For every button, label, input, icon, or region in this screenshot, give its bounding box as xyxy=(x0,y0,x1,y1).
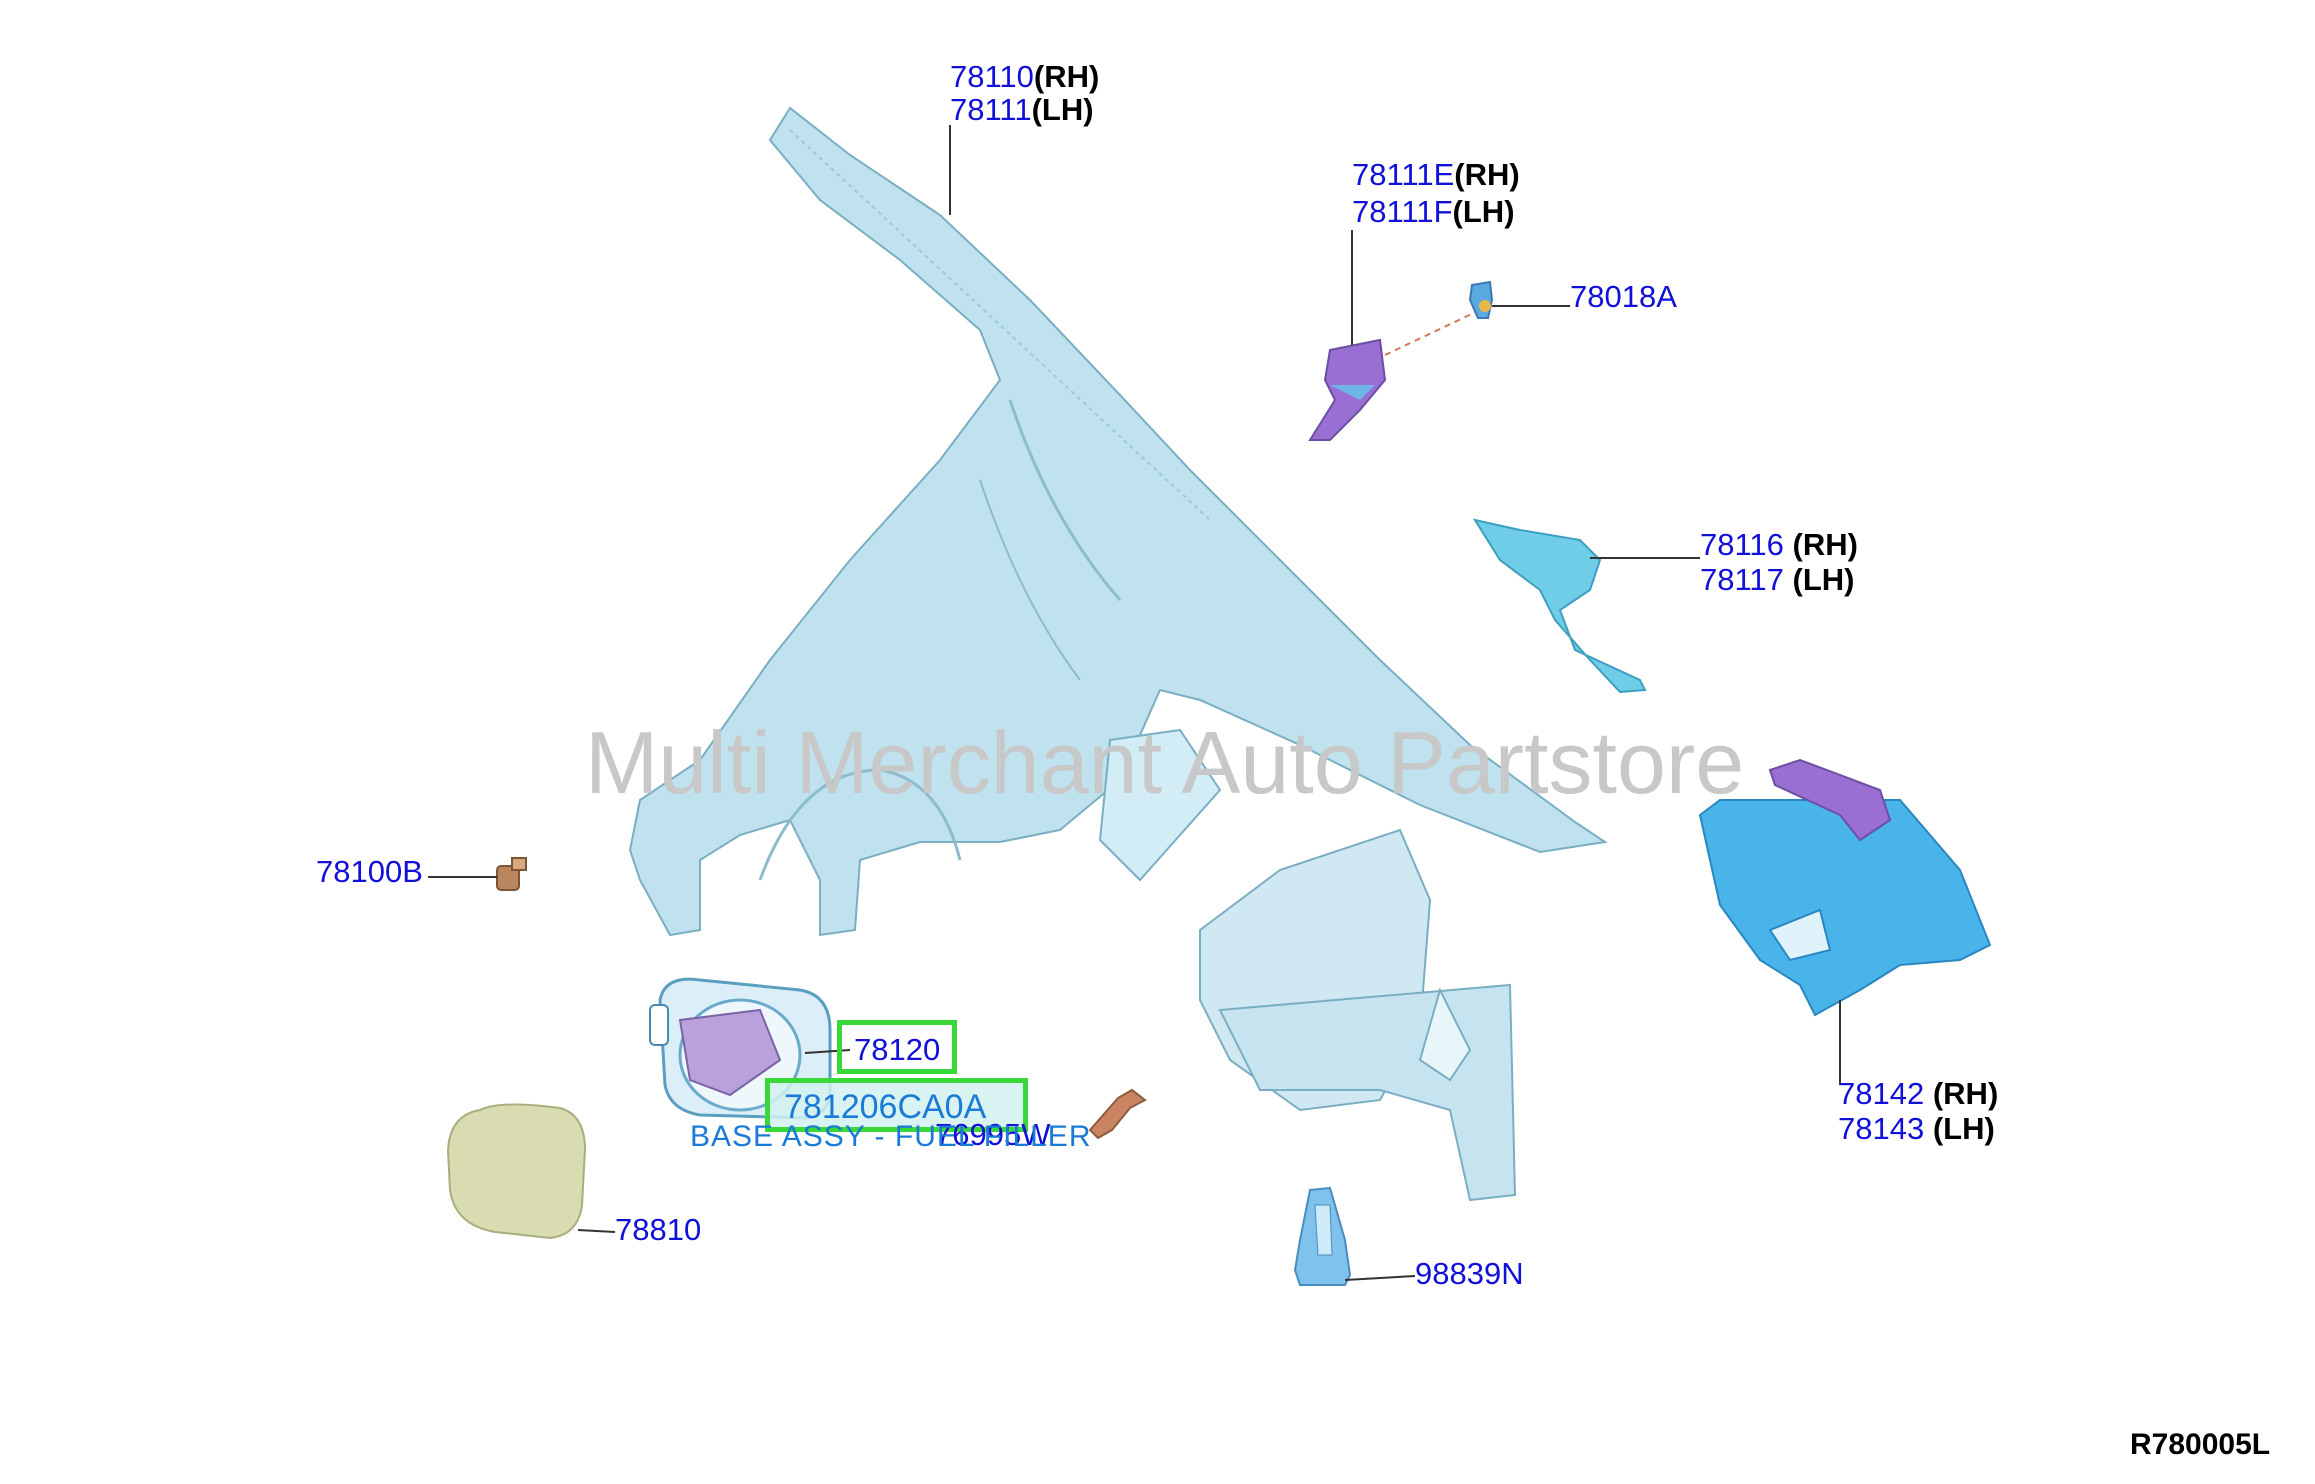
callout-78142[interactable]: 78142 (RH) xyxy=(1838,1077,1998,1111)
inner-wheelhouse[interactable] xyxy=(1698,758,1992,1017)
fuel-filler-lid[interactable] xyxy=(446,1103,587,1240)
side-label: (LH) xyxy=(1932,1111,1995,1146)
callout-98839N[interactable]: 98839N xyxy=(1415,1257,1524,1291)
part-number[interactable]: 78110 xyxy=(950,59,1034,94)
callout-78111[interactable]: 78111(LH) xyxy=(950,93,1094,127)
callout-78117[interactable]: 78117 (LH) xyxy=(1700,563,1855,597)
watermark: Multi Merchant Auto Partstore xyxy=(585,713,1745,812)
part-description: BASE ASSY - FUEL FILLER xyxy=(690,1120,1092,1153)
bolt-78100B[interactable] xyxy=(496,857,527,891)
diagram-code: R780005L xyxy=(2130,1428,2271,1461)
highlight-selected-part[interactable]: 781206CA0A xyxy=(765,1078,1028,1132)
part-number[interactable]: 98839N xyxy=(1415,1256,1524,1291)
callout-78110[interactable]: 78110(RH) xyxy=(950,60,1099,94)
part-number[interactable]: 76995W xyxy=(935,1117,1051,1152)
part-number[interactable]: 78111F xyxy=(1352,194,1453,229)
callout-76995W[interactable]: 76995W xyxy=(935,1118,1050,1152)
highlight-78120[interactable]: 78120 xyxy=(837,1020,957,1074)
side-label: (RH) xyxy=(1033,59,1100,94)
part-number[interactable]: 78100B xyxy=(316,854,423,889)
clip-78018A[interactable] xyxy=(1468,280,1494,319)
bracket-98839N[interactable] xyxy=(1293,1186,1352,1286)
side-label: (RH) xyxy=(1932,1076,1999,1111)
selected-part-number[interactable]: 781206CA0A xyxy=(784,1088,987,1126)
rear-quarter-panel[interactable] xyxy=(628,106,1608,1202)
part-number[interactable]: 78810 xyxy=(615,1212,702,1247)
callout-78810[interactable]: 78810 xyxy=(615,1213,701,1247)
part-number[interactable]: 78143 xyxy=(1838,1111,1925,1146)
part-number[interactable]: 78116 xyxy=(1700,527,1784,562)
side-label: (RH) xyxy=(1792,527,1858,562)
callout-78018A[interactable]: 78018A xyxy=(1570,280,1677,314)
part-number[interactable]: 78111 xyxy=(950,92,1032,127)
rear-panel-extension[interactable] xyxy=(1472,518,1647,694)
side-label: (LH) xyxy=(1792,562,1855,597)
part-number[interactable]: 78111E xyxy=(1352,157,1455,192)
side-label: (LH) xyxy=(1031,92,1094,127)
callout-78111F[interactable]: 78111F(LH) xyxy=(1352,195,1515,229)
part-number[interactable]: 78120 xyxy=(854,1032,941,1067)
part-number[interactable]: 78117 xyxy=(1700,562,1784,597)
purple-bracket[interactable] xyxy=(1308,338,1387,441)
side-label: (RH) xyxy=(1454,157,1520,192)
callout-78143[interactable]: 78143 (LH) xyxy=(1838,1112,1995,1146)
bracket-76995W[interactable] xyxy=(1088,1088,1147,1140)
leader-lines xyxy=(428,125,1841,1281)
part-number[interactable]: 78142 xyxy=(1838,1076,1925,1111)
side-label: (LH) xyxy=(1452,194,1515,229)
callout-78111E[interactable]: 78111E(RH) xyxy=(1352,158,1520,192)
part-number[interactable]: 78018A xyxy=(1570,279,1677,314)
callout-78116[interactable]: 78116 (RH) xyxy=(1700,528,1858,562)
callout-78100B[interactable]: 78100B xyxy=(316,855,423,889)
